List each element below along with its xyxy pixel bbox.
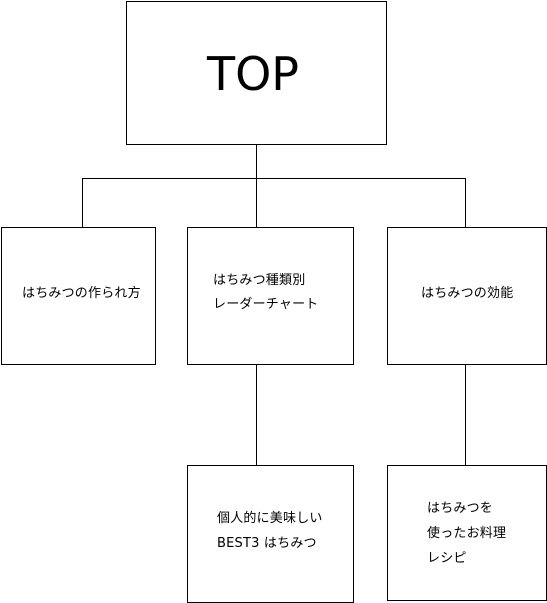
node-best3-honey-label-line2: BEST3 はちみつ (217, 536, 317, 551)
node-radar-chart-label-line2: レーダーチャート (213, 297, 319, 312)
node-honey-recipe-label-line1: はちみつを (427, 501, 494, 516)
node-best3-honey-label-line1: 個人的に美味しい (217, 511, 323, 526)
node-honey-effects: はちみつの効能 (387, 227, 547, 365)
node-honey-making-label: はちみつの作られ方 (22, 286, 141, 301)
node-radar-chart: はちみつ種類別 レーダーチャート (187, 227, 354, 365)
node-honey-recipe-label-line2: 使ったお料理 (427, 526, 507, 541)
node-honey-recipe-label-line3: レシピ (427, 551, 467, 566)
node-honey-effects-label: はちみつの効能 (421, 286, 514, 301)
node-honey-recipe: はちみつを 使ったお料理 レシピ (387, 465, 547, 601)
node-top-label: TOP (207, 47, 300, 101)
node-honey-making: はちみつの作られ方 (1, 227, 156, 365)
node-top: TOP (126, 1, 387, 145)
node-radar-chart-label-line1: はちみつ種類別 (213, 273, 306, 288)
node-best3-honey: 個人的に美味しい BEST3 はちみつ (187, 465, 354, 603)
